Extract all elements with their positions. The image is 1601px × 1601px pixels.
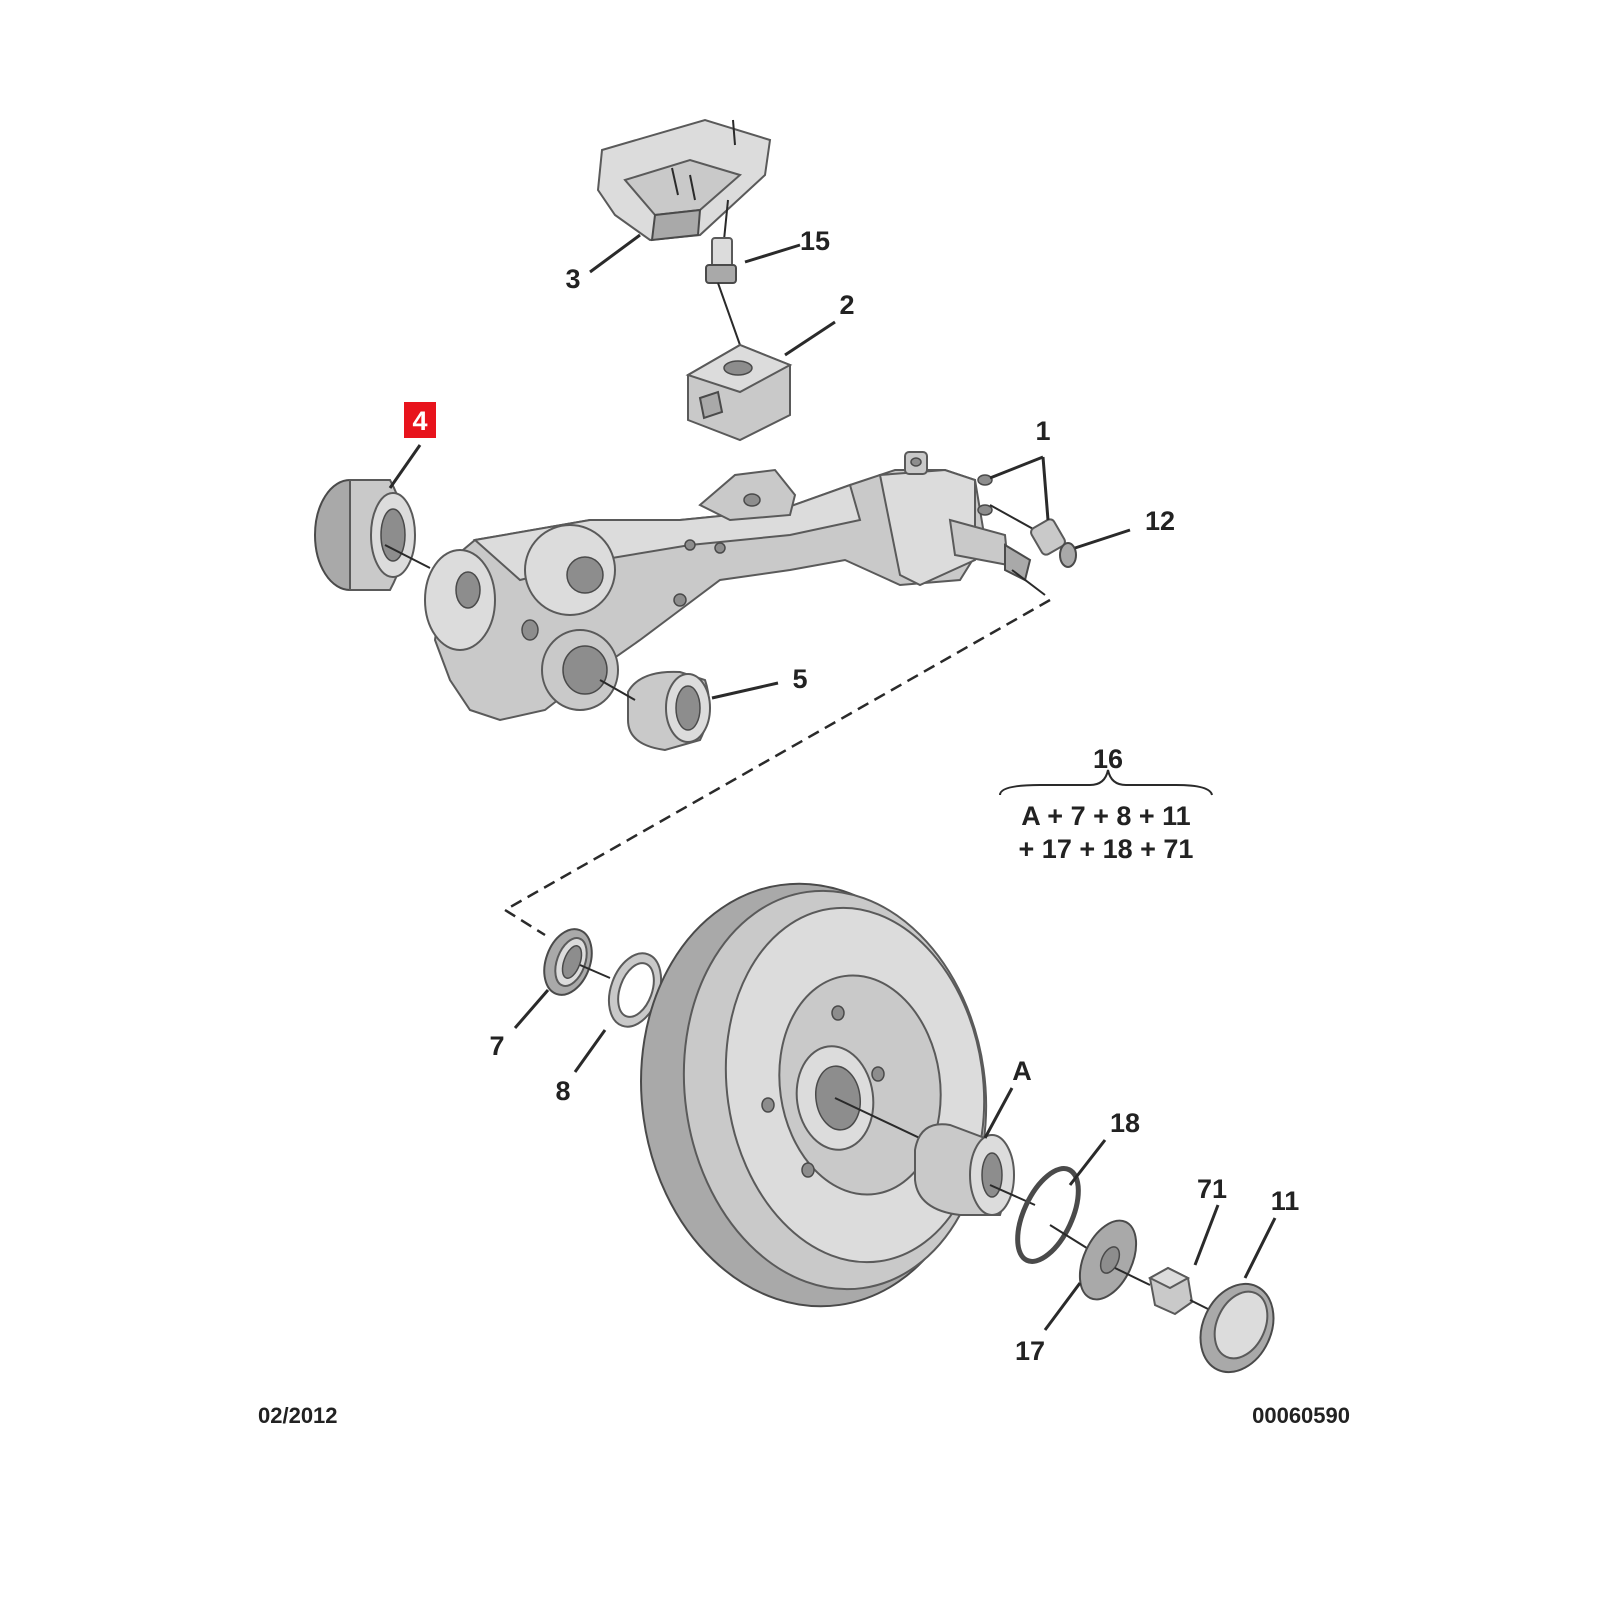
rubber-mount-part-2 bbox=[685, 343, 793, 442]
kit-formula-line-1: A + 7 + 8 + 11 bbox=[1021, 801, 1190, 831]
label-part-18: 18 bbox=[1110, 1108, 1140, 1138]
washer-part-17 bbox=[1078, 1219, 1138, 1301]
label-part-A: A bbox=[1012, 1056, 1032, 1086]
seal-part-7 bbox=[543, 928, 593, 996]
plug-part-12 bbox=[989, 504, 1077, 568]
label-part-4: 4 bbox=[412, 406, 427, 436]
label-part-12: 12 bbox=[1145, 506, 1175, 536]
label-part-2: 2 bbox=[839, 290, 854, 320]
label-part-8: 8 bbox=[555, 1076, 570, 1106]
circlip-part-18 bbox=[1015, 1166, 1081, 1264]
leader-lines bbox=[388, 233, 1277, 1331]
bush-part-4 bbox=[314, 479, 431, 591]
label-part-71: 71 bbox=[1197, 1174, 1227, 1204]
highlight-box-part-4 bbox=[404, 402, 436, 438]
brake-drum bbox=[640, 882, 988, 1308]
trailing-arm-axle bbox=[424, 451, 1032, 722]
label-part-1: 1 bbox=[1035, 416, 1050, 446]
hub-cap-part-11 bbox=[1199, 1282, 1275, 1374]
mounting-bracket-part-3 bbox=[596, 118, 772, 242]
kit-brace bbox=[999, 769, 1213, 796]
stud-bolt-part-15 bbox=[705, 199, 741, 346]
label-part-15: 15 bbox=[800, 226, 830, 256]
nut-part-71 bbox=[1147, 1266, 1194, 1316]
label-part-16: 16 bbox=[1093, 744, 1123, 774]
bush-part-5 bbox=[599, 670, 711, 752]
bearing-part-A bbox=[914, 1123, 1015, 1216]
ring-part-8 bbox=[607, 952, 663, 1028]
label-part-11: 11 bbox=[1271, 1186, 1300, 1216]
label-part-7: 7 bbox=[489, 1031, 504, 1061]
label-part-3: 3 bbox=[565, 264, 580, 294]
label-part-17: 17 bbox=[1015, 1336, 1045, 1366]
kit-formula-line-2: + 17 + 18 + 71 bbox=[1019, 834, 1194, 864]
label-part-5: 5 bbox=[792, 664, 807, 694]
footer-diagram-code: 00060590 bbox=[1252, 1403, 1350, 1428]
footer-date: 02/2012 bbox=[258, 1403, 338, 1428]
